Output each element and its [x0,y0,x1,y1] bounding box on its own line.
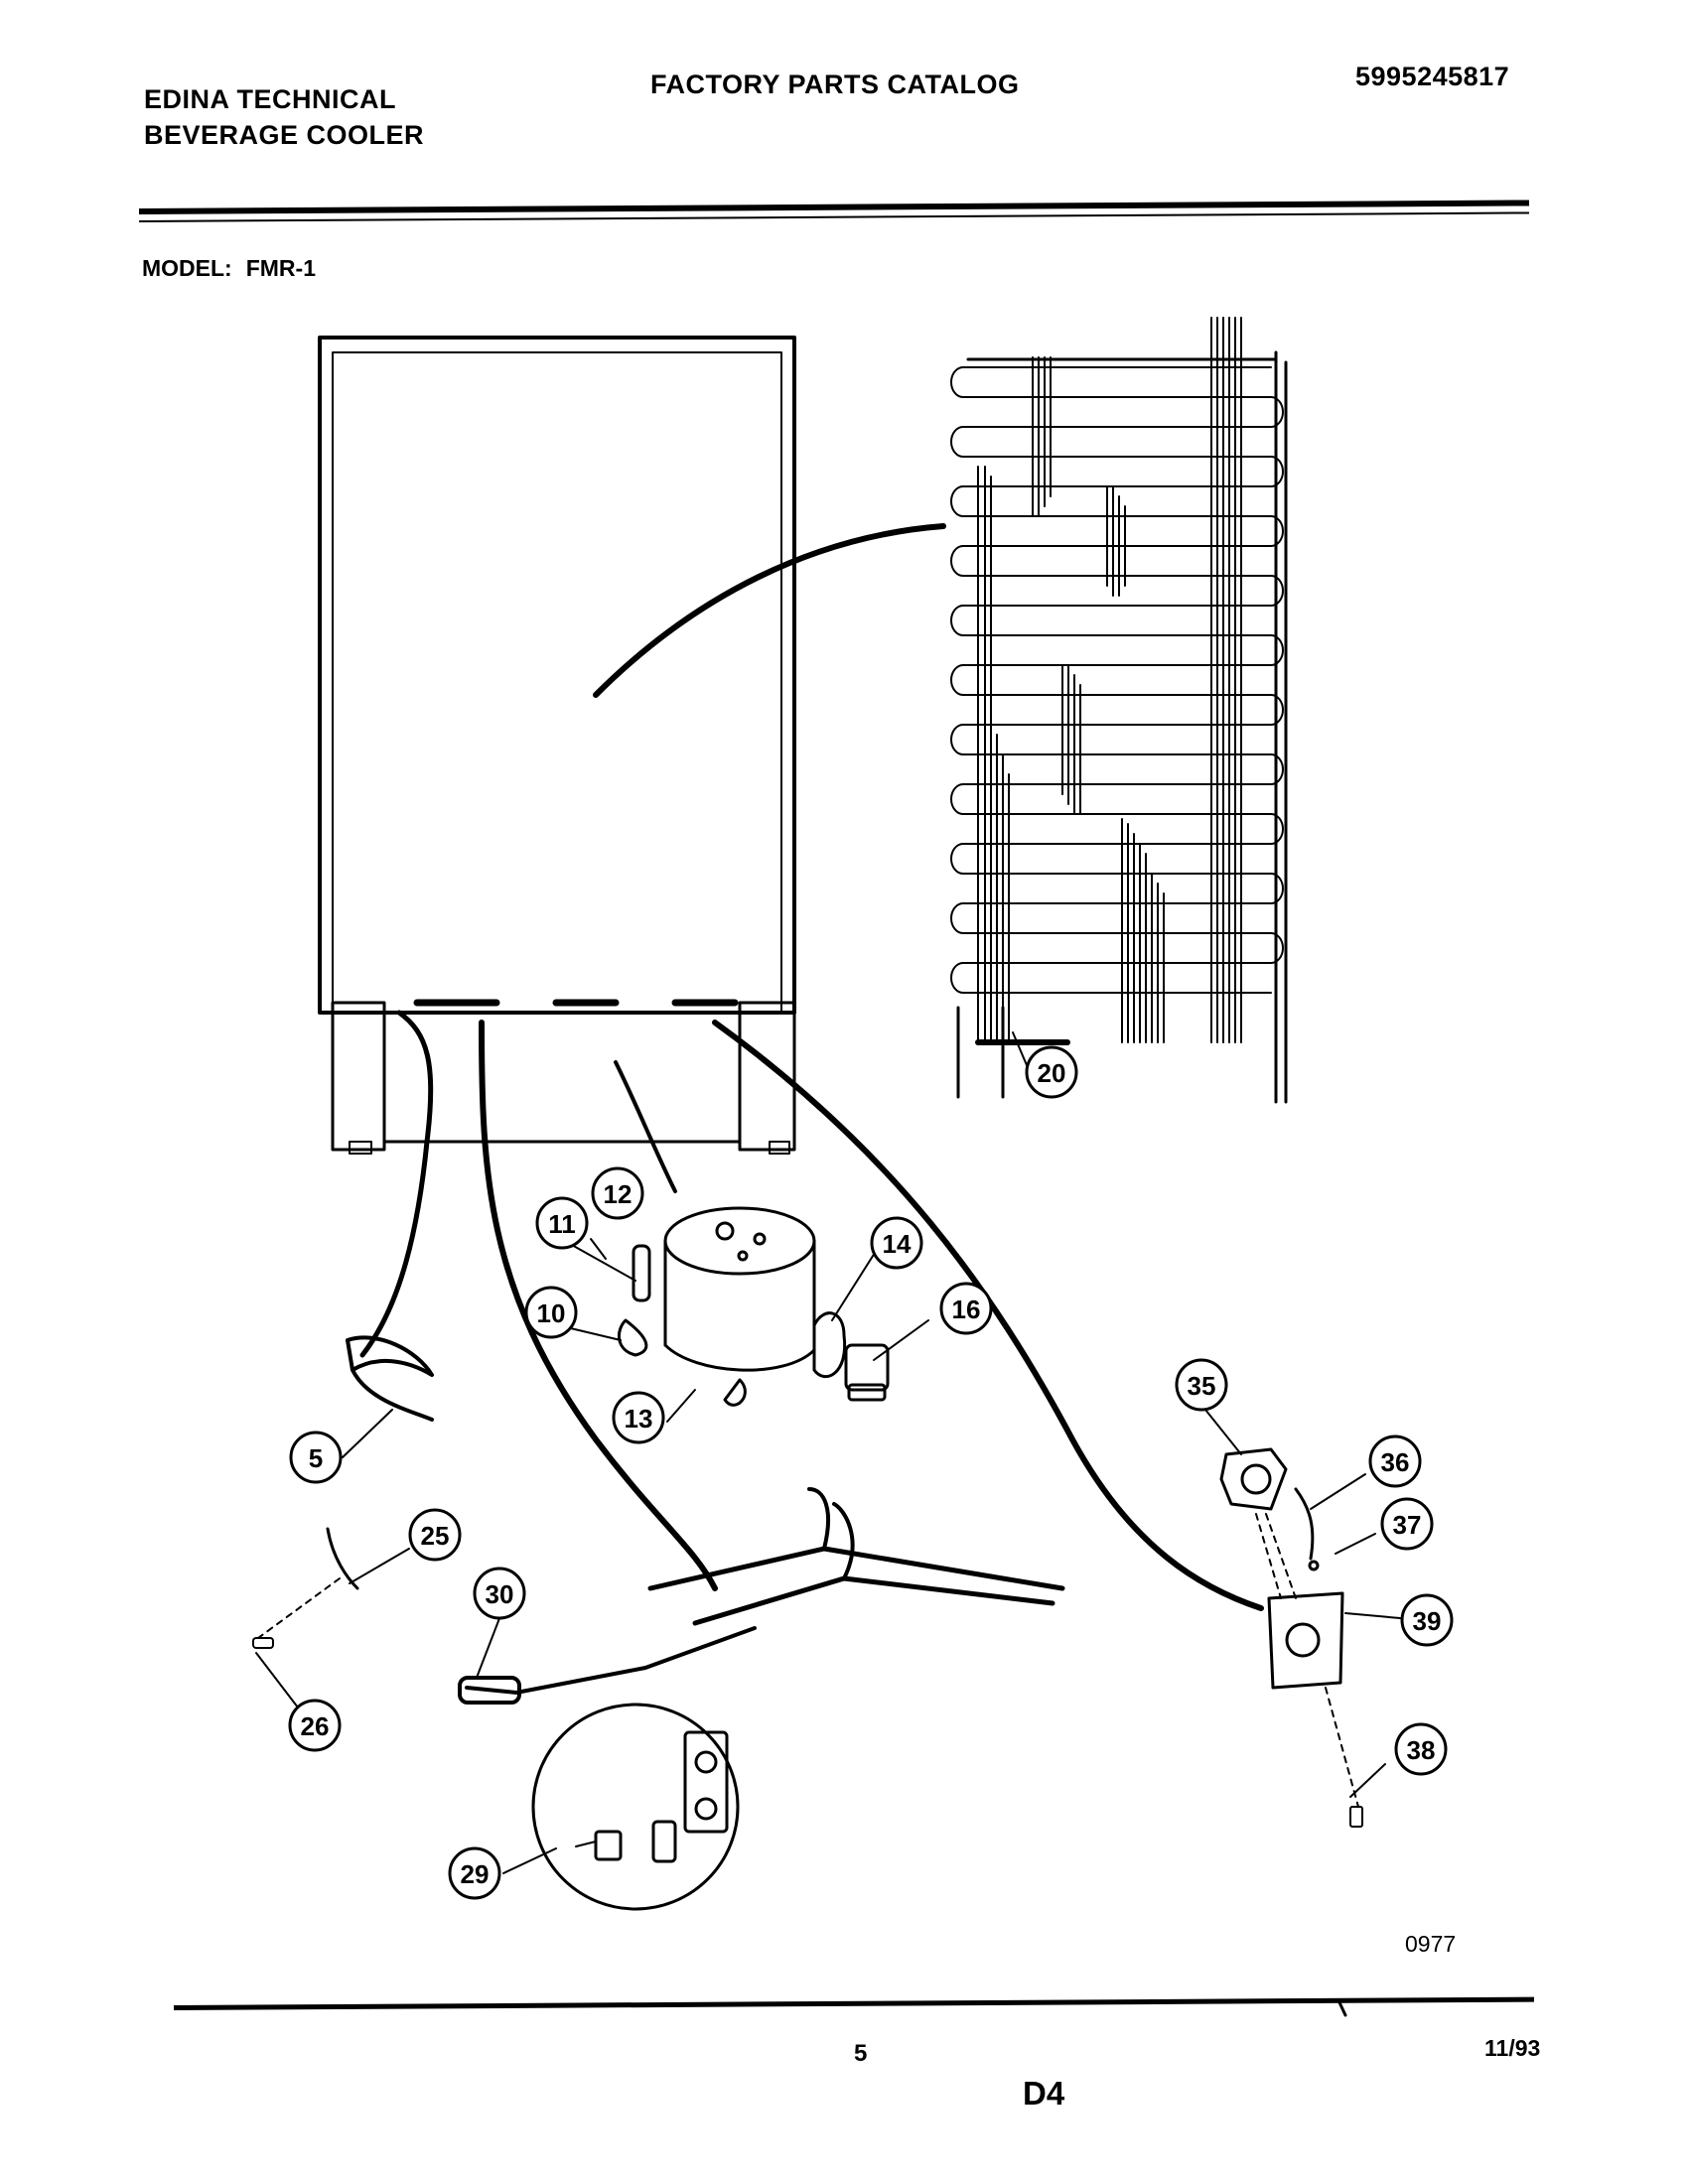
callout-10: 10 [524,1286,578,1339]
callout-12-label: 12 [604,1179,633,1209]
callout-38-label: 38 [1407,1735,1436,1765]
company-line-2: BEVERAGE COOLER [144,120,425,150]
callout-29: 29 [448,1846,501,1900]
callout-25-label: 25 [421,1521,450,1551]
revision-date: 11/93 [1484,2035,1541,2061]
compressor [663,1206,816,1407]
callout-30: 30 [473,1567,526,1620]
power-cord [252,1527,757,1705]
leader-lines [255,1031,1401,1874]
callout-12: 12 [591,1166,644,1220]
callout-5: 5 [289,1431,343,1484]
callout-37-label: 37 [1393,1510,1422,1540]
company-line-1: EDINA TECHNICAL [144,84,396,114]
cabinet [318,336,796,1155]
callout-38: 38 [1394,1722,1448,1776]
callout-13: 13 [612,1391,665,1444]
catalog-number: 5995245817 [1355,62,1510,91]
callout-14: 14 [870,1216,923,1270]
callout-5-label: 5 [309,1443,323,1473]
callout-29-label: 29 [461,1859,490,1889]
callout-20-label: 20 [1038,1058,1066,1088]
callout-14-label: 14 [883,1229,912,1259]
callout-26: 26 [288,1699,342,1752]
callout-16-label: 16 [952,1295,981,1324]
tubing [359,523,1264,1626]
condenser-coil [950,317,1288,1104]
callout-20: 20 [1025,1045,1078,1099]
callout-11: 11 [535,1196,589,1250]
grommet-and-bolt [617,1244,651,1357]
callout-39: 39 [1400,1593,1454,1647]
callout-35: 35 [1175,1358,1228,1412]
company-name: EDINA TECHNICAL BEVERAGE COOLER [144,81,424,153]
callout-26-label: 26 [301,1711,330,1741]
callout-11-label: 11 [548,1209,576,1239]
model-line: MODEL: FMR-1 [142,255,330,282]
callout-25: 25 [408,1508,462,1562]
receptacle-detail [531,1703,740,1911]
model-value: FMR-1 [245,255,316,281]
callout-37: 37 [1380,1497,1434,1551]
callout-13-label: 13 [625,1404,653,1433]
page-number: 5 [854,2040,868,2067]
callout-36-label: 36 [1381,1447,1410,1477]
callout-36: 36 [1368,1434,1422,1488]
fan-shroud [346,1335,434,1422]
section-code: D4 [1023,2075,1065,2112]
thermostat-assembly [257,1447,1363,2017]
callout-10-label: 10 [537,1298,566,1328]
model-label: MODEL: [142,255,232,281]
catalog-title: FACTORY PARTS CATALOG [650,69,1020,99]
callout-39-label: 39 [1413,1606,1442,1636]
callout-35-label: 35 [1188,1371,1216,1401]
relay-overload [812,1311,890,1402]
diagram-number: 0977 [1405,1931,1457,1957]
callout-30-label: 30 [486,1579,514,1609]
callout-16: 16 [939,1282,993,1335]
